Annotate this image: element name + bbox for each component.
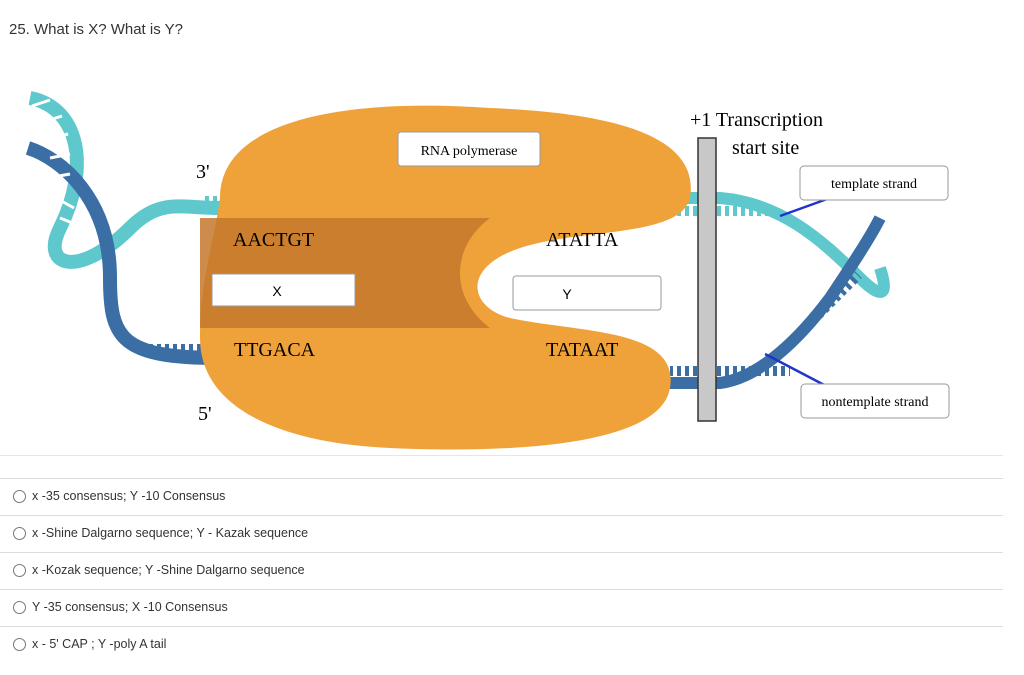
- option-2-radio[interactable]: [13, 527, 26, 540]
- template-label: template strand: [831, 177, 917, 192]
- figure-divider: [0, 455, 1003, 456]
- question-text: 25. What is X? What is Y?: [9, 21, 183, 38]
- tss-bar: [697, 137, 717, 422]
- option-3-label[interactable]: x -Kozak sequence; Y -Shine Dalgarno seq…: [32, 563, 305, 577]
- option-2[interactable]: x -Shine Dalgarno sequence; Y - Kazak se…: [0, 515, 1003, 552]
- three-prime-label: 3': [196, 161, 210, 183]
- option-1-label[interactable]: x -35 consensus; Y -10 Consensus: [32, 489, 226, 503]
- option-4[interactable]: Y -35 consensus; X -10 Consensus: [0, 589, 1003, 626]
- five-prime-label: 5': [198, 403, 212, 425]
- seq-bottom-right: TATAAT: [546, 339, 618, 361]
- option-5-label[interactable]: x - 5' CAP ; Y -poly A tail: [32, 637, 167, 651]
- y-box: Y: [512, 275, 662, 311]
- left-helix-teal: [28, 91, 221, 269]
- option-4-radio[interactable]: [13, 601, 26, 614]
- x-label: X: [272, 283, 282, 299]
- option-2-label[interactable]: x -Shine Dalgarno sequence; Y - Kazak se…: [32, 526, 309, 540]
- y-label: Y: [562, 286, 572, 302]
- option-5-radio[interactable]: [13, 638, 26, 651]
- option-3[interactable]: x -Kozak sequence; Y -Shine Dalgarno seq…: [0, 552, 1003, 589]
- template-label-box: template strand: [799, 165, 949, 201]
- answer-options: x -35 consensus; Y -10 Consensus x -Shin…: [0, 478, 1003, 663]
- seq-top-right: ATATTA: [546, 229, 619, 251]
- promoter-diagram: RNA polymerase +1 Transcription start si…: [25, 91, 950, 450]
- seq-top-left: AACTGT: [233, 229, 314, 251]
- nontemplate-label-box: nontemplate strand: [800, 383, 950, 419]
- nontemplate-label: nontemplate strand: [822, 395, 929, 410]
- polymerase-label-box: RNA polymerase: [397, 131, 541, 167]
- option-5[interactable]: x - 5' CAP ; Y -poly A tail: [0, 626, 1003, 663]
- option-1-radio[interactable]: [13, 490, 26, 503]
- left-helix-rungs: [31, 98, 81, 228]
- option-1[interactable]: x -35 consensus; Y -10 Consensus: [0, 478, 1003, 515]
- tss-label-line1: +1 Transcription: [690, 109, 823, 131]
- seq-bottom-left: TTGACA: [234, 339, 316, 361]
- x-box: X: [211, 273, 356, 307]
- tss-label-line2: start site: [732, 137, 799, 159]
- option-3-radio[interactable]: [13, 564, 26, 577]
- option-4-label[interactable]: Y -35 consensus; X -10 Consensus: [32, 600, 228, 614]
- polymerase-label: RNA polymerase: [421, 144, 518, 159]
